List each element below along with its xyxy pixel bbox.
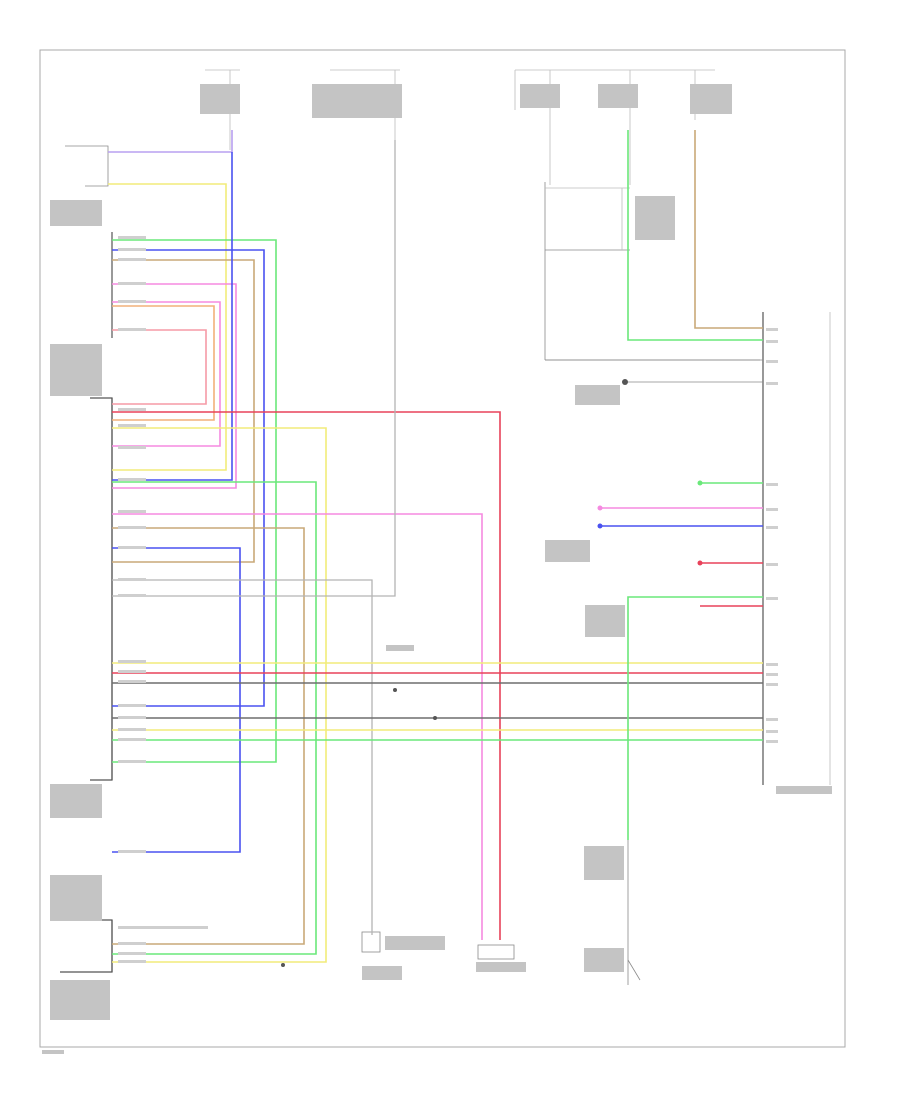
- wire-green-1: [112, 239, 277, 763]
- wire-green-lower: [627, 596, 763, 840]
- pin-label-marks: [50, 84, 832, 1020]
- wire-pink-2: [112, 301, 221, 447]
- wires: [108, 130, 763, 963]
- component-blocks: [60, 145, 831, 985]
- bottom-left-module: [60, 919, 113, 973]
- wire-pink-3: [112, 513, 483, 940]
- wire-green-right: [627, 130, 763, 341]
- wire-blue-2: [112, 152, 233, 481]
- wire-upper-left-2: [108, 183, 227, 471]
- wire-tan-1: [112, 259, 255, 563]
- wire-yellow-1: [112, 427, 327, 963]
- bottom-center-connector: [477, 944, 515, 960]
- top-branches: [205, 69, 715, 185]
- left-pin-marks: [118, 236, 208, 963]
- wire-upper-left-1: [108, 130, 233, 153]
- wire-tan-right: [694, 130, 763, 329]
- wire-red-1: [112, 411, 501, 940]
- wire-gray-2: [112, 140, 396, 597]
- wire-blue-1: [112, 249, 265, 707]
- right-pin-marks: [766, 328, 778, 743]
- wire-orange-1: [112, 305, 215, 421]
- wire-rose-1: [112, 329, 207, 405]
- upper-left-connector: [65, 145, 109, 187]
- connection-dots: [281, 379, 703, 967]
- wire-blue-3: [112, 547, 241, 853]
- wire-pink-1: [112, 283, 237, 489]
- footer-mark: [42, 1050, 64, 1054]
- bottom-left-connector: [361, 931, 381, 953]
- diagram-frame: [39, 49, 846, 1048]
- wire-tan-2: [112, 527, 305, 945]
- wire-gray-1: [112, 579, 373, 935]
- left-module-bar: [90, 397, 113, 781]
